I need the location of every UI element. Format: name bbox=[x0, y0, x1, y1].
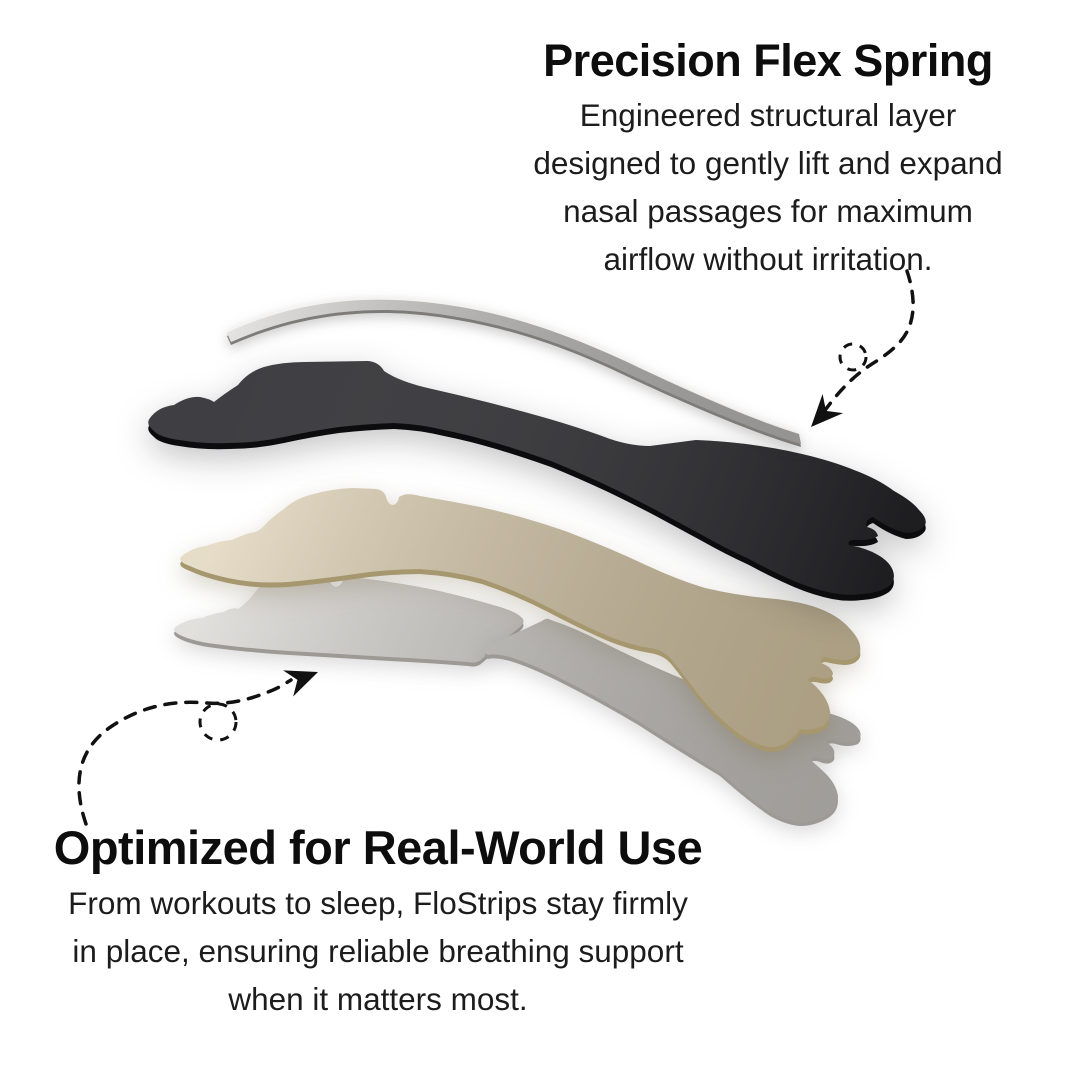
annotation-arrow-bottom-curve bbox=[77, 678, 293, 826]
annotation-arrow-bottom bbox=[77, 670, 318, 826]
bottom-callout: Optimized for Real-World Use From workou… bbox=[0, 820, 756, 1023]
top-callout-line: nasal passages for maximum bbox=[563, 193, 973, 230]
annotation-arrowhead-bottom bbox=[283, 670, 318, 697]
annotation-arrow-top-loop bbox=[838, 342, 868, 372]
top-callout-line: Engineered structural layer bbox=[579, 97, 957, 134]
annotation-arrow-bottom-loop bbox=[198, 702, 238, 742]
top-callout-line: designed to gently lift and expand bbox=[533, 145, 1003, 182]
bottom-callout-line: when it matters most. bbox=[228, 981, 528, 1018]
top-callout-title: Precision Flex Spring bbox=[543, 35, 993, 86]
top-callout-line: airflow without irritation. bbox=[603, 241, 933, 278]
annotation-arrowhead-top bbox=[811, 394, 844, 427]
bottom-callout-line: From workouts to sleep, FloStrips stay f… bbox=[68, 885, 688, 922]
bottom-callout-body: From workouts to sleep, FloStrips stay f… bbox=[0, 879, 756, 1023]
annotation-arrow-top bbox=[811, 269, 915, 427]
flex-spring-layer bbox=[227, 297, 801, 447]
top-callout: Precision Flex Spring Engineered structu… bbox=[450, 34, 1080, 283]
liner-left-piece bbox=[174, 570, 524, 667]
bottom-callout-title: Optimized for Real-World Use bbox=[53, 821, 703, 874]
bottom-callout-line: in place, ensuring reliable breathing su… bbox=[72, 933, 684, 970]
top-callout-body: Engineered structural layer designed to … bbox=[450, 91, 1080, 283]
annotation-arrow-top-curve bbox=[815, 269, 915, 423]
flex-spring-highlight bbox=[229, 297, 796, 431]
